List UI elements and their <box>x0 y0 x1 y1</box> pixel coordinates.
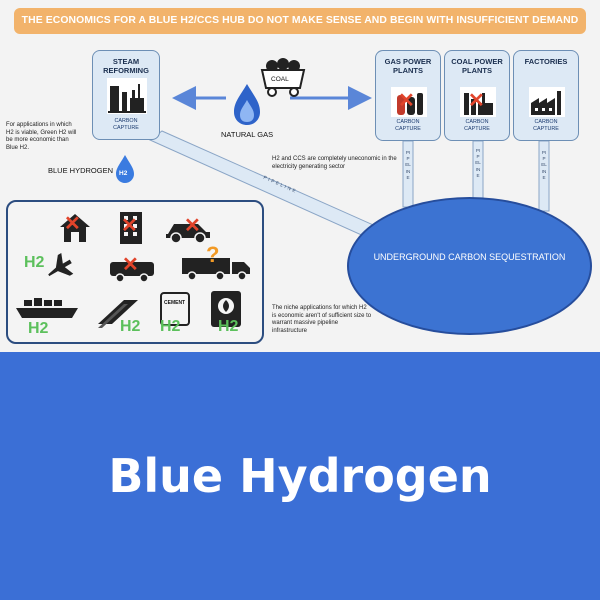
coal-plants-x-icon: ✕ <box>468 90 485 112</box>
building-icon <box>120 212 142 244</box>
coal-label: COAL <box>271 76 289 83</box>
steam-reforming-box: STEAM REFORMING CARBON CAPTURE <box>92 50 160 140</box>
hydrogen-drop-icon <box>116 155 134 183</box>
steel-beam-icon <box>98 300 138 328</box>
coal-cart-icon <box>260 58 306 97</box>
note-ccs-uneconomic: H2 and CCS are completely uneconomic in … <box>272 156 397 170</box>
gas-power-plants-sub: CARBON CAPTURE <box>395 119 421 132</box>
connectors <box>149 86 550 247</box>
note-niche-applications: The niche applications for which H2 is e… <box>272 305 372 334</box>
natural-gas-label: NATURAL GAS <box>221 130 274 139</box>
truck-question-mark: ? <box>206 242 220 267</box>
underground-sequestration: UNDERGROUND CARBON SEQUESTRATION <box>347 197 592 335</box>
train-icon <box>110 262 154 283</box>
gas-plants-x-icon: ✕ <box>398 90 415 112</box>
ship-icon <box>16 298 78 318</box>
cement-h2-label: H2 <box>160 318 181 335</box>
steel-h2-label: H2 <box>120 318 141 335</box>
coal-power-plants-box: COAL POWER PLANTS ✕ CARBON CAPTURE <box>444 50 510 141</box>
cement-label: CEMENT <box>164 300 186 306</box>
fertilizer-h2-label: H2 <box>218 318 239 335</box>
factories-box: FACTORIES CARBON CAPTURE <box>513 50 579 141</box>
pipeline-label-coal: PIPELINE <box>475 148 481 178</box>
factory-icon <box>529 87 565 117</box>
plane-icon <box>48 252 74 277</box>
footer: Blue Hydrogen <box>0 352 600 600</box>
gas-power-plants-title: GAS POWER PLANTS <box>384 57 432 75</box>
diagram: THE ECONOMICS FOR A BLUE H2/CCS HUB DO N… <box>0 0 600 352</box>
applications-box: ✕ ✕ ✕ H2 ✕ <box>6 200 264 344</box>
factories-title: FACTORIES <box>524 57 568 66</box>
house-x-icon: ✕ <box>64 213 81 235</box>
steam-reforming-title: STEAM REFORMING <box>103 57 149 75</box>
pipeline-label-gas: PIPELINE <box>405 150 411 180</box>
coal-power-plants-title: COAL POWER PLANTS <box>451 57 503 75</box>
cement-bag-icon <box>160 292 190 326</box>
fertilizer-bag-icon <box>211 291 241 327</box>
car-icon <box>166 224 210 244</box>
steam-reforming-sub: CARBON CAPTURE <box>113 118 139 131</box>
blue-hydrogen-label: BLUE HYDROGEN <box>48 166 114 175</box>
hydrogen-drop-label: H2 <box>119 170 128 177</box>
power-plant-icon <box>460 87 496 117</box>
train-x-icon: ✕ <box>122 254 139 276</box>
sequestration-label: UNDERGROUND CARBON SEQUESTRATION <box>373 252 566 262</box>
gas-cylinder-icon <box>391 87 427 117</box>
footer-title: Blue Hydrogen <box>108 449 492 503</box>
car-x-icon: ✕ <box>184 215 201 237</box>
building-x-icon: ✕ <box>121 215 138 237</box>
ship-h2-label: H2 <box>28 320 49 337</box>
house-icon <box>60 214 90 242</box>
banner-title: THE ECONOMICS FOR A BLUE H2/CCS HUB DO N… <box>14 8 586 34</box>
gas-power-plants-box: GAS POWER PLANTS ✕ CARBON CAPTURE <box>375 50 441 141</box>
factories-sub: CARBON CAPTURE <box>533 119 559 132</box>
pipeline-label-factories: PIPELINE <box>541 150 547 180</box>
truck-icon <box>182 258 250 281</box>
note-green-h2: For applications in which H2 is viable, … <box>6 122 77 151</box>
coal-power-plants-sub: CARBON CAPTURE <box>464 119 490 132</box>
plane-h2-label: H2 <box>24 254 45 271</box>
refinery-icon <box>107 78 147 114</box>
natural-gas-flame-icon <box>234 84 260 125</box>
